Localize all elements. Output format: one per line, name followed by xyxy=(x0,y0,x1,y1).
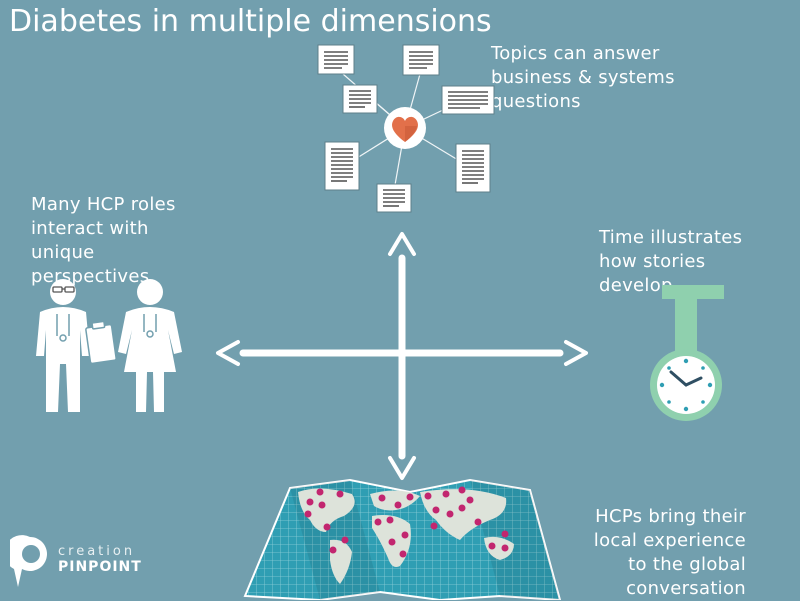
arrow-up-icon xyxy=(388,232,416,256)
caption-time: Time illustrates how stories develop xyxy=(599,226,742,298)
logo-line2: PINPOINT xyxy=(58,559,142,575)
nurse-icon xyxy=(118,279,182,412)
document-icon xyxy=(342,84,378,114)
document-icon xyxy=(402,44,440,76)
arrow-down-icon xyxy=(388,456,416,480)
doctor-icon xyxy=(36,279,90,412)
caption-topics: Topics can answer business & systems que… xyxy=(491,42,675,114)
caption-line: business & systems xyxy=(491,67,675,88)
caption-line: to the global xyxy=(628,554,746,575)
arrow-right-icon xyxy=(564,340,588,366)
clipboard-icon xyxy=(85,320,117,365)
caption-line: conversation xyxy=(626,578,746,599)
world-map-icon xyxy=(243,478,562,600)
pinpoint-logo-icon xyxy=(10,535,47,587)
heart-icon xyxy=(384,107,426,149)
caption-line: how stories xyxy=(599,251,706,272)
topic-documents xyxy=(317,44,495,213)
document-icon xyxy=(441,85,495,115)
caption-line: Many HCP roles xyxy=(31,194,176,215)
caption-line: local experience xyxy=(593,530,746,551)
arrow-left-icon xyxy=(216,340,240,366)
caption-line: unique xyxy=(31,242,95,263)
document-icon xyxy=(317,44,355,75)
creation-pinpoint-logo: creation PINPOINT xyxy=(10,533,160,589)
document-icon xyxy=(455,143,491,193)
caption-line: develop xyxy=(599,275,673,296)
axis-cross xyxy=(216,232,588,480)
document-icon xyxy=(376,183,412,213)
caption-line: Time illustrates xyxy=(599,227,743,248)
stopwatch-icon xyxy=(650,285,724,421)
caption-line: questions xyxy=(491,91,581,112)
caption-line: interact with xyxy=(31,218,149,239)
logo-line1: creation xyxy=(58,544,136,559)
caption-line: HCPs bring their xyxy=(595,506,746,527)
page-title: Diabetes in multiple dimensions xyxy=(9,4,492,39)
caption-local-experience: HCPs bring their local experience to the… xyxy=(560,505,746,601)
caption-line: Topics can answer xyxy=(491,43,660,64)
caption-hcp-roles: Many HCP roles interact with unique pers… xyxy=(31,193,176,289)
document-icon xyxy=(324,141,360,191)
map-pins xyxy=(304,486,509,558)
